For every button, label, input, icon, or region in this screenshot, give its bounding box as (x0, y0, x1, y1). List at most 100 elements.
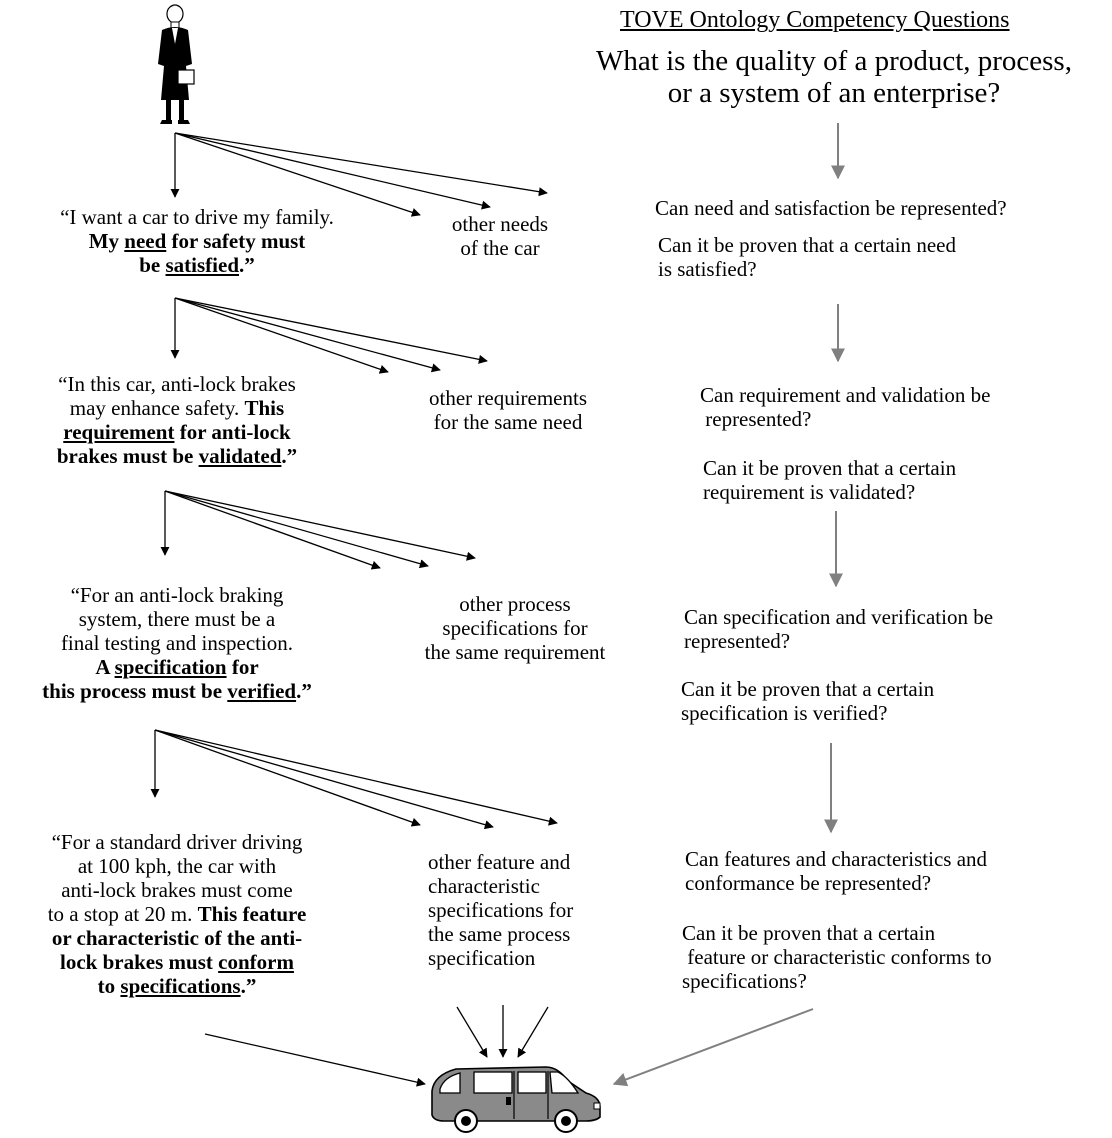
quote-segment: anti-lock brakes must come (61, 878, 293, 902)
quote-segment: final testing and inspection. (60, 631, 294, 655)
quote-segment: may enhance safety. (69, 396, 245, 420)
quote-line: to a stop at 20 m. This feature (12, 902, 342, 926)
quote-segment: .” (281, 444, 298, 468)
quote-line: requirement for anti-lock (12, 420, 342, 444)
quote-segment: A (95, 655, 115, 679)
quote-line: “I want a car to drive my family. (12, 205, 382, 229)
quote-line: may enhance safety. This (12, 396, 342, 420)
main-question-line: or a system of an enterprise? (667, 77, 1001, 109)
quote-segment: system, there must be a (78, 607, 276, 631)
quote-line: brakes must be validated.” (12, 444, 342, 468)
quote-line: to specifications.” (12, 974, 342, 998)
quote-segment: “I want a car to drive my family. (60, 205, 334, 229)
quote-segment: This (244, 396, 285, 420)
other-line: other process (459, 592, 571, 616)
question-line: Can requirement and validation be (700, 383, 991, 407)
main-question: What is the quality of a product, proces… (556, 45, 1112, 109)
quote-line: “For a standard driver driving (12, 830, 342, 854)
quote-segment: .” (296, 679, 312, 703)
question-line: specification is verified? (681, 701, 888, 725)
other-line: other requirements (428, 386, 588, 410)
quote-line: or characteristic of the anti- (12, 926, 342, 950)
quote-line: be satisfied.” (12, 253, 382, 277)
quote-segment: “For an anti-lock braking (70, 583, 284, 607)
quote-line: anti-lock brakes must come (12, 878, 342, 902)
quote-segment: requirement (63, 420, 175, 444)
question-line: conformance be represented? (685, 871, 932, 895)
page-title: TOVE Ontology Competency Questions (620, 7, 1010, 33)
other-line: for the same need (433, 410, 583, 434)
quote-segment: conform (218, 950, 294, 974)
quote-segment: .” (239, 253, 255, 277)
quote-line: My need for safety must (12, 229, 382, 253)
other-line: the same requirement (424, 640, 606, 664)
quote-segment: for (226, 655, 259, 679)
quote-segment: specifications (120, 974, 241, 998)
quote-line: lock brakes must conform (12, 950, 342, 974)
quote-segment: lock brakes must (60, 950, 219, 974)
quote-segment: “In this car, anti-lock brakes (58, 372, 296, 396)
quote-segment: at 100 kph, the car with (77, 854, 277, 878)
stakeholder-quote: “I want a car to drive my family.My need… (12, 205, 382, 277)
fan-arrows-need (170, 132, 548, 217)
competency-question: Can need and satisfaction be represented… (655, 196, 1007, 220)
main-question-line: What is the quality of a product, proces… (596, 45, 1072, 77)
question-line: Can it be proven that a certain need (658, 233, 956, 257)
other-line: of the car (460, 236, 540, 260)
question-line: Can it be proven that a certain (703, 456, 957, 480)
quote-line: this process must be verified.” (12, 679, 342, 703)
quote-segment: My (88, 229, 125, 253)
question-line: requirement is validated? (703, 480, 916, 504)
fan-arrows-feature (150, 729, 558, 830)
quote-segment: satisfied (165, 253, 240, 277)
question-line: feature or characteristic conforms to (682, 945, 992, 969)
minivan-icon (426, 1063, 606, 1133)
fan-arrows-specification (160, 490, 476, 570)
quote-segment: need (124, 229, 167, 253)
other-line: other needs (451, 212, 549, 236)
quote-segment: to (97, 974, 121, 998)
question-line: Can features and characteristics and (685, 847, 988, 871)
quote-segment: specification (114, 655, 227, 679)
quote-segment: validated (198, 444, 282, 468)
woman-with-briefcase-icon (148, 4, 202, 126)
question-line: represented? (700, 407, 812, 431)
question-flow-arrows (612, 123, 845, 1087)
quote-line: final testing and inspection. (12, 631, 342, 655)
quote-segment: for safety must (166, 229, 306, 253)
quote-line: A specification for (12, 655, 342, 679)
other-line: characteristic (428, 874, 540, 898)
quote-line: system, there must be a (12, 607, 342, 631)
car-input-arrows (204, 1005, 549, 1087)
quote-segment: This feature (197, 902, 307, 926)
other-line: other feature and (428, 850, 571, 874)
quote-segment: be (139, 253, 166, 277)
question-line: Can specification and verification be (684, 605, 994, 629)
quote-line: “For an anti-lock braking (12, 583, 342, 607)
question-line: Can need and satisfaction be represented… (655, 196, 1007, 220)
quote-segment: verified (227, 679, 297, 703)
quote-segment: .” (240, 974, 257, 998)
quote-segment: for anti-lock (174, 420, 291, 444)
fan-arrows-requirement (170, 297, 488, 374)
quote-segment: to a stop at 20 m. (47, 902, 198, 926)
question-line: Can it be proven that a certain (681, 677, 935, 701)
quote-segment: “For a standard driver driving (51, 830, 303, 854)
competency-question: Can it be proven that a certain feature … (682, 921, 992, 993)
quote-segment: this process must be (42, 679, 228, 703)
other-line: specifications for (442, 616, 588, 640)
quote-segment: or characteristic of the anti- (51, 926, 303, 950)
question-line: is satisfied? (658, 257, 757, 281)
